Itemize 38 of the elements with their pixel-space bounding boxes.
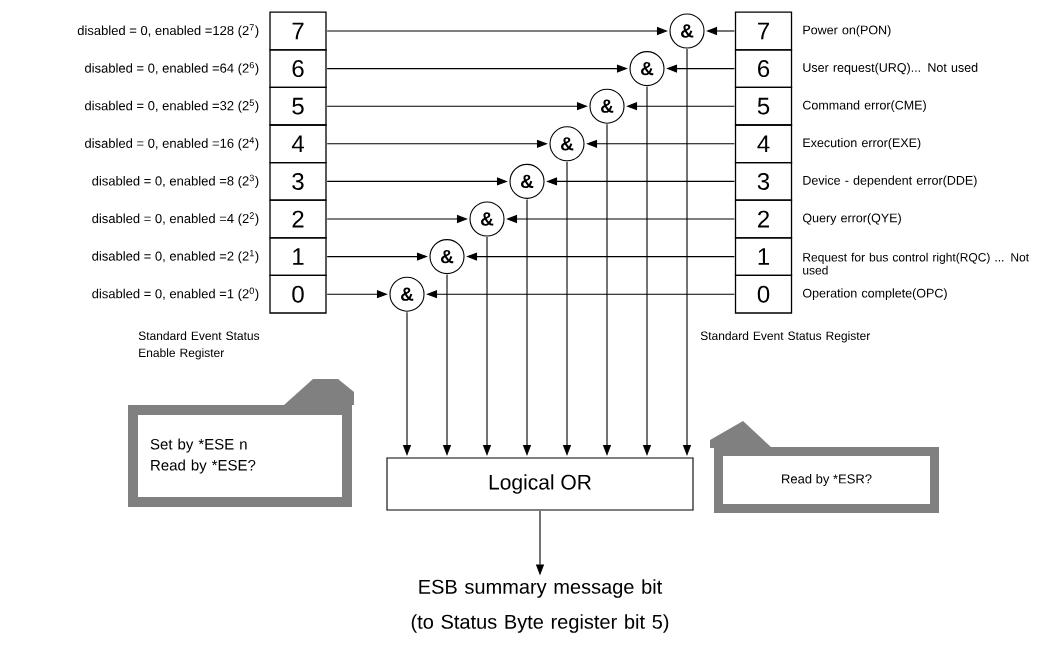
register-cell: 3 — [269, 161, 327, 201]
register-cell: 5 — [734, 86, 793, 126]
register-caption: Standard Event Status Enable Register — [138, 331, 260, 360]
logic-box: Logical OR — [386, 457, 694, 511]
bit-description: disabled = 0, enabled =4 (2$^{2}$) — [92, 212, 259, 226]
bit-description: disabled = 0, enabled =2 (2$^{1}$) — [92, 249, 259, 264]
bit-description: Request for bus control right(RQC) ... Not used — [803, 252, 1029, 275]
register-cell: 1 — [269, 237, 327, 277]
register-cell: 7 — [734, 11, 793, 51]
register-cell: 6 — [734, 49, 793, 89]
register-caption: Standard Event Status Register — [700, 331, 871, 343]
callout-box: Set by *ESE n Read by *ESE? — [128, 379, 354, 507]
register-cell: 4 — [734, 124, 793, 164]
register-cell: 2 — [734, 199, 793, 239]
bit-description: disabled = 0, enabled =8 (2$^{3}$) — [92, 174, 259, 189]
register-cell: 3 — [734, 161, 793, 201]
bit-description: disabled = 0, enabled =16 (2$^{4}$) — [85, 137, 259, 151]
bit-description: disabled = 0, enabled =128 (2$^{7}$) — [77, 24, 259, 38]
register-cell: 5 — [269, 86, 327, 126]
bit-description: Power on(PON) — [803, 25, 891, 37]
bit-description: Device - dependent error(DDE) — [803, 175, 977, 188]
bit-description: disabled = 0, enabled =32 (2$^{5}$) — [85, 99, 259, 113]
register-cell: 4 — [269, 124, 327, 164]
bit-description: Query error(QYE) — [802, 213, 901, 225]
bit-description: Command error(CME) — [803, 100, 926, 112]
register-cell: 0 — [734, 274, 793, 314]
register-cell: 2 — [269, 199, 327, 239]
register-cell: 1 — [734, 237, 793, 277]
bit-description: disabled = 0, enabled =1 (2$^{0}$) — [92, 287, 259, 301]
bit-description: User request(URQ)... Not used — [803, 62, 978, 75]
bit-description: Operation complete(OPC) — [802, 288, 947, 300]
register-cell: 0 — [269, 274, 327, 314]
register-cell: 7 — [269, 11, 327, 51]
bit-description: Execution error(EXE) — [803, 137, 921, 150]
register-cell: 6 — [269, 49, 327, 89]
bit-description: disabled = 0, enabled =64 (2$^{6}$) — [85, 61, 259, 76]
output-text: ESB summary message bit (to Status Byte register bit 5) — [411, 579, 669, 633]
callout-box: Read by *ESR? — [710, 421, 939, 513]
